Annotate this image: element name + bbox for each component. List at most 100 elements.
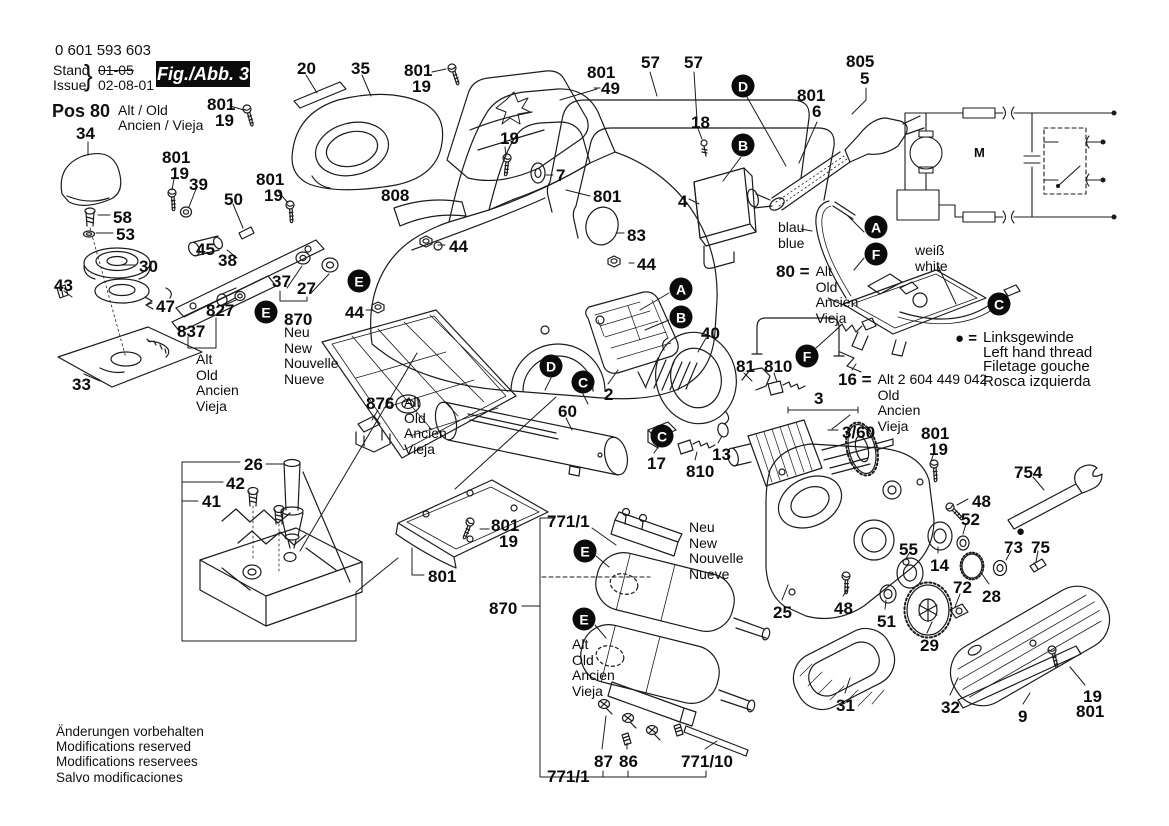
cover-disc-83 bbox=[585, 206, 619, 246]
part-label-19: 19 bbox=[215, 111, 234, 130]
part-label--: ● bbox=[1016, 523, 1026, 540]
note-line: white bbox=[915, 257, 948, 274]
part-label-41: 41 bbox=[202, 492, 221, 511]
wire-hoops bbox=[546, 99, 835, 239]
part-label-754: 754 bbox=[1014, 463, 1043, 482]
part-label-87: 87 bbox=[594, 752, 613, 771]
part-label-47: 47 bbox=[156, 297, 175, 316]
blue-wire bbox=[815, 200, 847, 299]
wiring-schematic bbox=[896, 106, 1117, 224]
note-line: Old bbox=[815, 278, 838, 295]
note-line: Ancien bbox=[815, 294, 859, 310]
wire-and-springs-right bbox=[741, 317, 877, 396]
issue-date: 02-08-01 bbox=[98, 77, 155, 93]
part-label-801: 801 bbox=[404, 61, 433, 80]
callout-C: C bbox=[571, 370, 595, 394]
part-label-771-10: 771/10 bbox=[681, 752, 733, 771]
callout-D: D bbox=[731, 74, 755, 98]
part-label-810: 810 bbox=[764, 357, 793, 376]
callout-E: E bbox=[573, 539, 597, 563]
part-label-19: 19 bbox=[929, 440, 948, 459]
part-label-7: 7 bbox=[556, 166, 566, 185]
part-label-35: 35 bbox=[351, 59, 370, 78]
part-label-44: 44 bbox=[345, 303, 364, 322]
callout-A: A bbox=[864, 215, 888, 239]
trim-strip-9 bbox=[957, 645, 1082, 709]
inner-deflector-808 bbox=[393, 199, 467, 227]
belt-cover bbox=[949, 585, 1111, 709]
brace-glyph: } bbox=[84, 57, 93, 93]
part-label-49: 49 bbox=[601, 79, 620, 98]
part-label-810: 810 bbox=[686, 462, 715, 481]
part-label-33: 33 bbox=[72, 375, 91, 394]
callout-A: A bbox=[669, 277, 693, 301]
rear-sole-plate bbox=[395, 479, 549, 569]
note-line: Alt bbox=[572, 636, 589, 652]
part-label-50: 50 bbox=[224, 190, 243, 209]
motor-field bbox=[585, 291, 679, 389]
switch-plate-80 bbox=[815, 200, 1021, 357]
note-line: blue bbox=[778, 234, 805, 251]
part-label-51: 51 bbox=[877, 612, 896, 631]
pin-75 bbox=[1029, 558, 1047, 573]
old-date-struck: 01-05 bbox=[98, 62, 134, 78]
part-label-83: 83 bbox=[627, 226, 646, 245]
spring-plates bbox=[221, 486, 307, 546]
part-label-37: 37 bbox=[272, 272, 291, 291]
note-head: 16 = bbox=[838, 370, 872, 389]
note-line: blau bbox=[778, 219, 805, 235]
part-label-801: 801 bbox=[428, 567, 457, 586]
part-label-876: 876 bbox=[366, 394, 395, 413]
part-label-837: 837 bbox=[177, 322, 206, 341]
part-label-60: 60 bbox=[558, 402, 577, 421]
part-label-19: 19 bbox=[499, 532, 518, 551]
part-label-73: 73 bbox=[1004, 538, 1023, 557]
part-label-32: 32 bbox=[941, 698, 960, 717]
note-line: Vieja bbox=[572, 682, 603, 699]
drive-belt bbox=[792, 627, 896, 711]
part-label-30: 30 bbox=[139, 257, 158, 276]
callout-D: D bbox=[539, 354, 563, 378]
part-label-18: 18 bbox=[691, 113, 710, 132]
part-label-801: 801 bbox=[207, 95, 236, 114]
cap-72 bbox=[949, 603, 969, 619]
part-label-801: 801 bbox=[587, 63, 616, 82]
part-label-19: 19 bbox=[264, 186, 283, 205]
note-line: Vieja bbox=[877, 417, 909, 434]
part-label-40: 40 bbox=[701, 324, 720, 343]
note-line: Linksgewinde bbox=[983, 329, 1074, 346]
note-line: New bbox=[284, 339, 313, 356]
part-label-808: 808 bbox=[381, 186, 410, 205]
top-cover bbox=[446, 70, 589, 182]
retaining-ring-13 bbox=[717, 422, 729, 438]
note-line: Filetage gouche bbox=[983, 358, 1090, 375]
note-line: weiß bbox=[915, 242, 945, 258]
part-label-14: 14 bbox=[930, 556, 949, 575]
guide-tube bbox=[434, 401, 629, 477]
part-label-801: 801 bbox=[1076, 702, 1105, 721]
pos-80-header: Pos 80 Alt / Old Ancien / Vieja bbox=[52, 101, 204, 133]
part-label-25: 25 bbox=[773, 603, 792, 622]
note-line: Old bbox=[404, 409, 426, 426]
stand-issue-values: 01-05 02-08-01 bbox=[98, 63, 154, 93]
part-label-771-1: 771/1 bbox=[547, 512, 590, 531]
plunger-810 bbox=[767, 380, 806, 396]
part-label-19: 19 bbox=[412, 77, 431, 96]
callout-B: B bbox=[731, 133, 755, 157]
note-line: Vieja bbox=[404, 440, 435, 457]
part-label-3-60: 3/60 bbox=[842, 423, 876, 442]
part-label-58: 58 bbox=[113, 208, 132, 227]
part-label-19: 19 bbox=[170, 164, 189, 183]
part-label-17: 17 bbox=[647, 454, 666, 473]
note-line: Ancien bbox=[877, 402, 921, 418]
note-line: Alt bbox=[196, 351, 213, 367]
note-line: Vieja bbox=[815, 309, 847, 326]
